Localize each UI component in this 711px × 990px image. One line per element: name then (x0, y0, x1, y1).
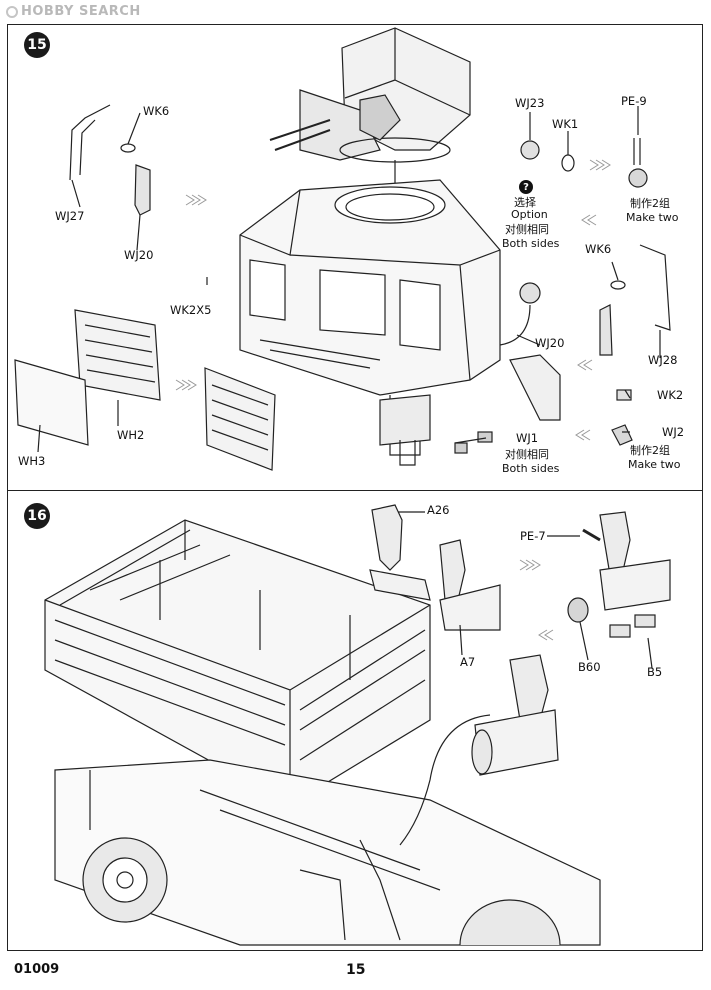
step-15-panel (7, 24, 703, 491)
label-wk6-left: WK6 (143, 104, 170, 118)
label-both-sides-en-1: Both sides (502, 237, 560, 250)
panel-wh3-drawing (14, 359, 89, 446)
label-both-sides-en-2: Both sides (502, 462, 560, 475)
wk2-wj2-drawing (611, 389, 633, 446)
label-wj2: WJ2 (662, 425, 685, 439)
label-option-en: Option (511, 208, 548, 221)
grille-front-drawing (204, 367, 276, 471)
label-option-cn: 选择 (514, 196, 536, 209)
exhaust-mounted-drawing (471, 654, 559, 776)
label-wj1: WJ1 (516, 431, 539, 445)
label-make-two-en-1: Make two (626, 211, 679, 224)
step-15-badge: 15 (24, 32, 50, 58)
grille-wh2-drawing (74, 309, 161, 401)
product-code: 01009 (14, 962, 60, 977)
label-wk2x5: WK2X5 (170, 303, 212, 317)
label-wj23: WJ23 (515, 96, 545, 110)
chassis-drawing (54, 759, 601, 946)
label-a7: A7 (460, 655, 476, 669)
page-number: 15 (346, 962, 366, 978)
turret-shield-drawing (269, 27, 471, 163)
label-wk1: WK1 (552, 117, 579, 131)
armored-cab-drawing (239, 179, 501, 466)
handle-right-drawing (599, 244, 671, 356)
watermark-text: HOBBY SEARCH (21, 4, 141, 19)
label-make-two-cn-1: 制作2组 (630, 197, 670, 210)
label-b5: B5 (647, 665, 663, 679)
step-16-badge: 16 (24, 503, 50, 529)
label-a26: A26 (427, 503, 450, 517)
label-pe7: PE-7 (520, 529, 546, 543)
hobby-search-logo-icon (6, 5, 18, 18)
label-wj20-left: WJ20 (124, 248, 154, 262)
label-both-sides-cn-2: 对侧相同 (505, 448, 549, 461)
watermark: HOBBY SEARCH (6, 4, 141, 19)
question-mark-icon: ? (519, 180, 533, 194)
step-wj1-drawing (454, 354, 561, 454)
label-b60: B60 (578, 660, 601, 674)
option-light-drawing (499, 282, 541, 346)
label-both-sides-cn-1: 对侧相同 (505, 223, 549, 236)
label-wk2: WK2 (657, 388, 684, 402)
exhaust-a26-drawing (369, 504, 501, 631)
label-wh3: WH3 (18, 454, 46, 468)
light-wj23-drawing (520, 140, 575, 172)
exhaust-pe7-drawing (567, 511, 671, 638)
light-pe9-drawing (628, 138, 648, 188)
label-make-two-en-2: Make two (628, 458, 681, 471)
handle-left-drawing (69, 104, 151, 216)
label-wj20-right: WJ20 (535, 336, 565, 350)
label-wj28: WJ28 (648, 353, 678, 367)
cargo-bed-drawing (44, 519, 431, 806)
label-pe9: PE-9 (621, 94, 647, 108)
label-wk6-right: WK6 (585, 242, 612, 256)
label-make-two-cn-2: 制作2组 (630, 444, 670, 457)
step-16-panel (7, 491, 703, 951)
label-wj27: WJ27 (55, 209, 85, 223)
label-wh2: WH2 (117, 428, 145, 442)
